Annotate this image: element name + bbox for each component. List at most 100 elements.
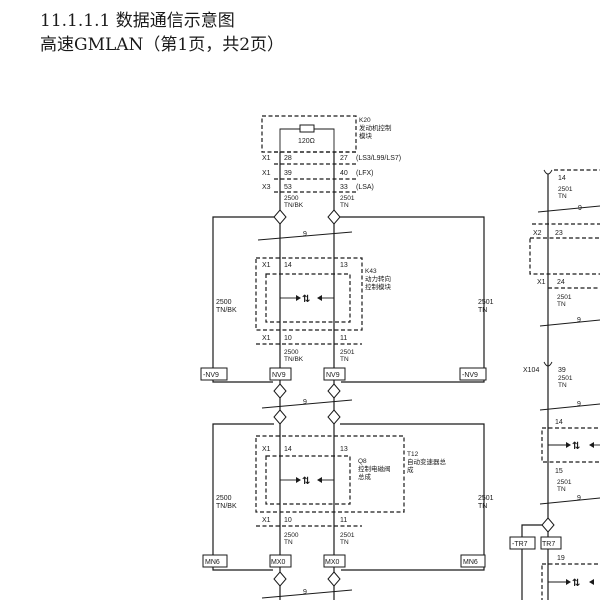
k20-wire-left-1: 2500 [284, 195, 299, 202]
k20-outline [261, 115, 357, 153]
rc-x2-conn: X2 [533, 230, 542, 237]
rc-low-wire-2: TN [557, 486, 566, 493]
k20-row2-note: (LFX) [356, 170, 374, 177]
k43-inner [265, 273, 351, 323]
rc-twist-c: 9 [577, 401, 581, 408]
resistor-leads [279, 128, 335, 152]
side-left-1b: TN/BK [216, 307, 237, 314]
rc-top-wire-1: 2501 [558, 186, 573, 193]
k43-outline [255, 257, 363, 331]
rc-twist-d: 9 [577, 495, 581, 502]
k20-ref: K20 [359, 117, 371, 124]
k20-row2-conn: X1 [262, 170, 271, 177]
k43-wire-right-1: 2501 [340, 349, 355, 356]
t12-wire-left-1: 2500 [284, 532, 299, 539]
rc-pin19: 19 [557, 555, 565, 562]
k20-module: 120Ω K20 发动机控制 模块 X1 28 27 (LS3/L99/LS7)… [261, 115, 401, 209]
k43-arrow-right [296, 295, 301, 301]
rc-xcvr-icon-2: ⇅ [572, 578, 580, 589]
tag-row2-3: MN6 [463, 559, 478, 566]
k20-name-2: 模块 [359, 131, 373, 140]
t12-ref: T12 [407, 451, 419, 458]
k20-row1-left: 28 [284, 155, 292, 162]
k43-top-left: 14 [284, 262, 292, 269]
rc-x104-arc [543, 361, 553, 367]
rc-module-c [541, 563, 600, 600]
splice-left-1 [273, 209, 287, 225]
t12-wire-right-1: 2501 [340, 532, 355, 539]
rc-top-wire-2: TN [558, 193, 567, 200]
tag-row2-1: MX0 [271, 559, 286, 566]
side-left-2b: TN/BK [216, 503, 237, 510]
k43-top-conn: X1 [262, 262, 271, 269]
t12-bot-right: 11 [340, 517, 347, 524]
t12-module: X1 14 13 ⇅ Q8 控制电磁阀 总成 T12 自动变速器总 成 X1 1… [255, 435, 447, 546]
diagram-subtitle: 高速GMLAN（第1页，共2页） [40, 35, 285, 56]
section-title: 11.1.1.1 数据通信示意图 [40, 11, 235, 31]
t12-top-conn: X1 [262, 446, 271, 453]
k20-row3-right: 33 [340, 184, 348, 191]
k43-wire-left-2: TN/BK [284, 356, 304, 363]
k20-wire-right-1: 2501 [340, 195, 355, 202]
t12-name-1: 自动变速器总 [407, 457, 447, 466]
k43-xcvr-icon: ⇅ [302, 294, 310, 305]
splice-right-1 [327, 209, 341, 225]
page-heading: 11.1.1.1 数据通信示意图 高速GMLAN（第1页，共2页） [40, 10, 284, 56]
rc-x1-pin: 24 [557, 279, 565, 286]
k20-wire-left-2: TN/BK [284, 202, 304, 209]
rc-x1-conn: X1 [537, 279, 546, 286]
side-left-2a: 2500 [216, 495, 232, 502]
t12-top-left: 14 [284, 446, 292, 453]
rc-x104: X104 [523, 367, 539, 374]
rc-x104-wire-1: 2501 [558, 375, 573, 382]
twist-1: 9 [303, 231, 307, 238]
q8-xcvr-icon: ⇅ [302, 476, 310, 487]
rc-xcvr-icon-1: ⇅ [572, 441, 580, 452]
tags-row1: -NV9 NV9 NV9 -NV9 [200, 367, 487, 381]
rc-module-b [541, 427, 600, 463]
rc-x104-pin: 39 [558, 367, 566, 374]
t12-outline [255, 435, 405, 513]
k20-row3-conn: X3 [262, 184, 271, 191]
rc-twist-a: 9 [578, 205, 582, 212]
k43-bot-right: 11 [340, 335, 347, 342]
t12-top-right: 13 [340, 446, 348, 453]
k20-row2-left: 39 [284, 170, 292, 177]
k43-module: X1 14 13 ⇅ K43 动力转向 控制模块 X1 10 11 2500 T… [255, 257, 392, 363]
wire-entry-arc [543, 169, 553, 175]
k20-row3-note: (LSA) [356, 184, 374, 191]
k20-row3-left: 53 [284, 184, 292, 191]
splice-row1: 9 2500 TN/BK 2501 TN [212, 209, 494, 383]
q8-inner [265, 455, 351, 505]
k43-ref: K43 [365, 268, 377, 275]
t12-wire-right-2: TN [340, 539, 349, 546]
tag-row1-3: -NV9 [462, 372, 478, 379]
q8-name-1: 控制电磁阀 [358, 464, 391, 473]
rc-top-pin: 14 [558, 175, 566, 182]
rc-mid-wire-1: 2501 [557, 294, 572, 301]
rc-x2-pin: 23 [555, 230, 563, 237]
tag-row1-2: NV9 [326, 372, 340, 379]
q8-name-2: 总成 [358, 472, 372, 481]
rc-low-wire-1: 2501 [557, 479, 572, 486]
twist-3: 9 [303, 589, 307, 596]
tag-row2-2: MX0 [325, 559, 340, 566]
tag-row1-1: NV9 [272, 372, 286, 379]
rc-pin15: 15 [555, 468, 563, 475]
k20-row2-right: 40 [340, 170, 348, 177]
rc-tag-b: TR7 [542, 541, 555, 548]
tag-row1-0: -NV9 [203, 372, 219, 379]
k20-row1-right: 27 [340, 155, 348, 162]
q8-ref: Q8 [358, 458, 367, 465]
tag-row2-0: MN6 [205, 559, 220, 566]
splice-row2: 9 2500 TN/BK 2501 TN [212, 383, 494, 571]
side-right-1b: TN [478, 307, 487, 314]
rc-twist-b: 9 [577, 317, 581, 324]
side-right-2b: TN [478, 503, 487, 510]
k43-name-2: 控制模块 [365, 282, 392, 291]
k43-bot-conn: X1 [262, 335, 271, 342]
side-right-1a: 2501 [478, 299, 494, 306]
resistor-value: 120Ω [298, 138, 315, 145]
right-column: 14 2501 TN 9 X2 23 X1 24 2501 TN 9 X104 … [509, 169, 600, 600]
